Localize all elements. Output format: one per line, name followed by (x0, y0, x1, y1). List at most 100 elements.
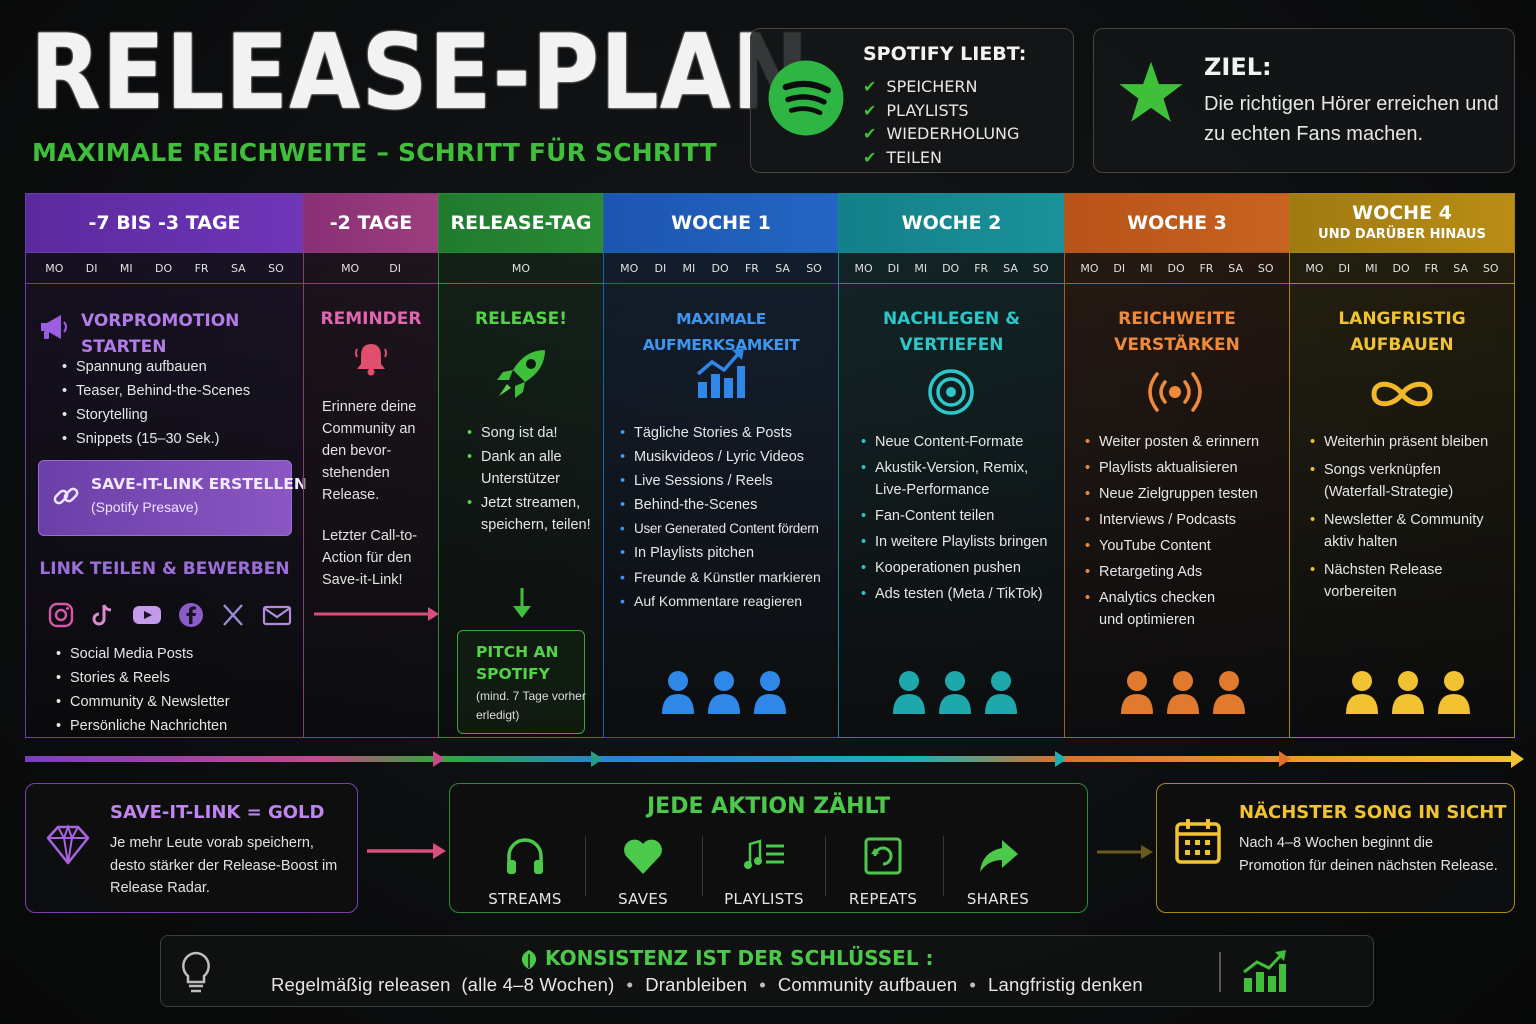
person-icon (662, 671, 694, 714)
mail-icon (262, 605, 292, 626)
people-group (891, 670, 1019, 716)
megaphone-icon (41, 315, 67, 339)
bullet-list: Weiter posten & erinnern Playlists aktua… (1083, 431, 1288, 635)
bullet-list: Social Media Posts Stories & Reels Commu… (54, 643, 230, 739)
arrow-down-icon (513, 588, 531, 618)
repeat-icon (864, 837, 902, 875)
aktion-item-shares: SHARES (943, 834, 1053, 908)
column-header: WOCHE 3 (1065, 194, 1289, 252)
list-item: Stories & Reels (54, 667, 230, 689)
konsistenz-item: Regelmäßig releasen (alle 4–8 Wochen) (271, 974, 615, 995)
column-release-day: RELEASE-TAG MO RELEASE! Song ist da! Dan… (438, 193, 604, 738)
tiktok-icon (92, 604, 112, 626)
list-item: Social Media Posts (54, 643, 230, 665)
list-item: YouTube Content (1083, 535, 1288, 557)
konsistenz-items: Regelmäßig releasen (alle 4–8 Wochen)•Dr… (271, 974, 1143, 996)
rocket-icon (497, 350, 545, 398)
person-icon (939, 671, 971, 714)
bullet-list: Song ist da! Dank an alle Unterstützer J… (465, 422, 600, 538)
column-title: REMINDER (320, 309, 422, 329)
diamond-icon (46, 824, 90, 865)
save-it-link-title: SAVE-IT-LINK ERSTELLEN (91, 475, 307, 493)
list-item: Songs verknüpfen (Waterfall-Strategie) (1308, 459, 1478, 503)
check-icon: ✔ (863, 77, 877, 96)
save-it-link-subtitle: (Spotify Presave) (91, 499, 199, 515)
person-icon (1213, 671, 1245, 714)
instagram-icon (48, 602, 74, 628)
gold-title: SAVE-IT-LINK = GOLD (110, 802, 325, 823)
calendar-icon (1175, 819, 1221, 864)
list-item: Nächsten Release vorbereiten (1308, 559, 1478, 603)
social-icons-row (48, 602, 292, 628)
spotify-logo-icon (768, 60, 844, 136)
headphones-icon (507, 838, 543, 874)
list-item: Live Sessions / Reels (618, 470, 838, 492)
check-icon: ✔ (863, 100, 877, 120)
share-icon (980, 840, 1018, 872)
konsistenz-box: KONSISTENZ IST DER SCHLÜSSEL : Regelmäßi… (160, 935, 1374, 1007)
chart-up-icon (696, 348, 745, 398)
youtube-icon (133, 606, 161, 624)
arrow-right-icon (367, 843, 446, 859)
person-icon (1121, 671, 1153, 714)
list-item: Musikvideos / Lyric Videos (618, 446, 838, 468)
target-icon (928, 369, 974, 415)
list-item: Auf Kommentare reagieren (618, 590, 838, 612)
konsistenz-item: Community aufbauen (777, 974, 958, 995)
list-item: Newsletter & Community aktiv halten (1308, 509, 1508, 553)
next-song-text: Nach 4–8 Wochen beginnt die Promotion fü… (1239, 835, 1498, 874)
bell-icon (355, 344, 387, 376)
list-item: In weitere Playlists bringen (859, 531, 1059, 553)
spotify-list: ✔SPEICHERN ✔PLAYLISTS ✔WIEDERHOLUNG ✔TEI… (863, 75, 1019, 169)
person-icon (893, 671, 925, 714)
reminder-text: Erinnere deine Community an den bevor-st… (322, 399, 417, 503)
broadcast-icon (1148, 372, 1202, 412)
list-item: User Generated Content fördern (618, 518, 838, 540)
timeline-arrow (25, 750, 1524, 768)
list-item: Snippets (15–30 Sek.) (60, 428, 250, 450)
divider (825, 836, 826, 896)
next-song-box: NÄCHSTER SONG IN SICHT Nach 4–8 Wochen b… (1156, 783, 1515, 913)
column-title: MAXIMALE AUFMERKSAMKEIT (642, 310, 800, 354)
list-item: Community & Newsletter (54, 691, 230, 713)
column-header: WOCHE 1 (604, 194, 838, 252)
list-item: Dank an alle Unterstützer (465, 446, 600, 490)
list-item: Retargeting Ads (1083, 561, 1288, 583)
heart-icon (624, 839, 662, 874)
growth-chart-icon (1243, 950, 1286, 992)
facebook-icon (179, 603, 203, 627)
link-icon (53, 487, 79, 505)
spotify-list-item: ✔SPEICHERN (863, 77, 978, 96)
person-icon (985, 671, 1017, 714)
bullet-list: Neue Content-Formate Akustik-Version, Re… (859, 431, 1059, 609)
person-icon (1346, 671, 1378, 714)
bullet-list: Spannung aufbauen Teaser, Behind-the-Sce… (60, 356, 250, 452)
divider (1219, 952, 1221, 992)
list-item: Spannung aufbauen (60, 356, 250, 378)
list-item: Neue Zielgruppen testen (1083, 483, 1288, 505)
jede-aktion-box: JEDE AKTION ZÄHLT STREAMS SAVES PLAYLIST… (449, 783, 1088, 913)
pitch-spotify-box: PITCH AN SPOTIFY (mind. 7 Tage vorher er… (457, 630, 586, 734)
x-icon (223, 604, 243, 626)
aktion-title: JEDE AKTION ZÄHLT (647, 794, 890, 819)
column-header: WOCHE 2 (839, 194, 1064, 252)
list-item: Kooperationen pushen (859, 557, 1059, 579)
save-it-link-gold-box: SAVE-IT-LINK = GOLD Je mehr Leute vorab … (25, 783, 358, 913)
leaf-icon (521, 950, 537, 969)
list-item: Weiter posten & erinnern (1083, 431, 1288, 453)
separator-dot: • (626, 974, 634, 995)
aktion-item-repeats: REPEATS (828, 834, 938, 908)
list-item: Song ist da! (465, 422, 600, 444)
divider (702, 836, 703, 896)
list-item: Behind-the-Scenes (618, 494, 838, 516)
list-item: Jetzt streamen, speichern, teilen! (465, 492, 600, 536)
column-header: WOCHE 4 UND DARÜBER HINAUS (1290, 194, 1514, 252)
list-item: Tägliche Stories & Posts (618, 422, 838, 444)
